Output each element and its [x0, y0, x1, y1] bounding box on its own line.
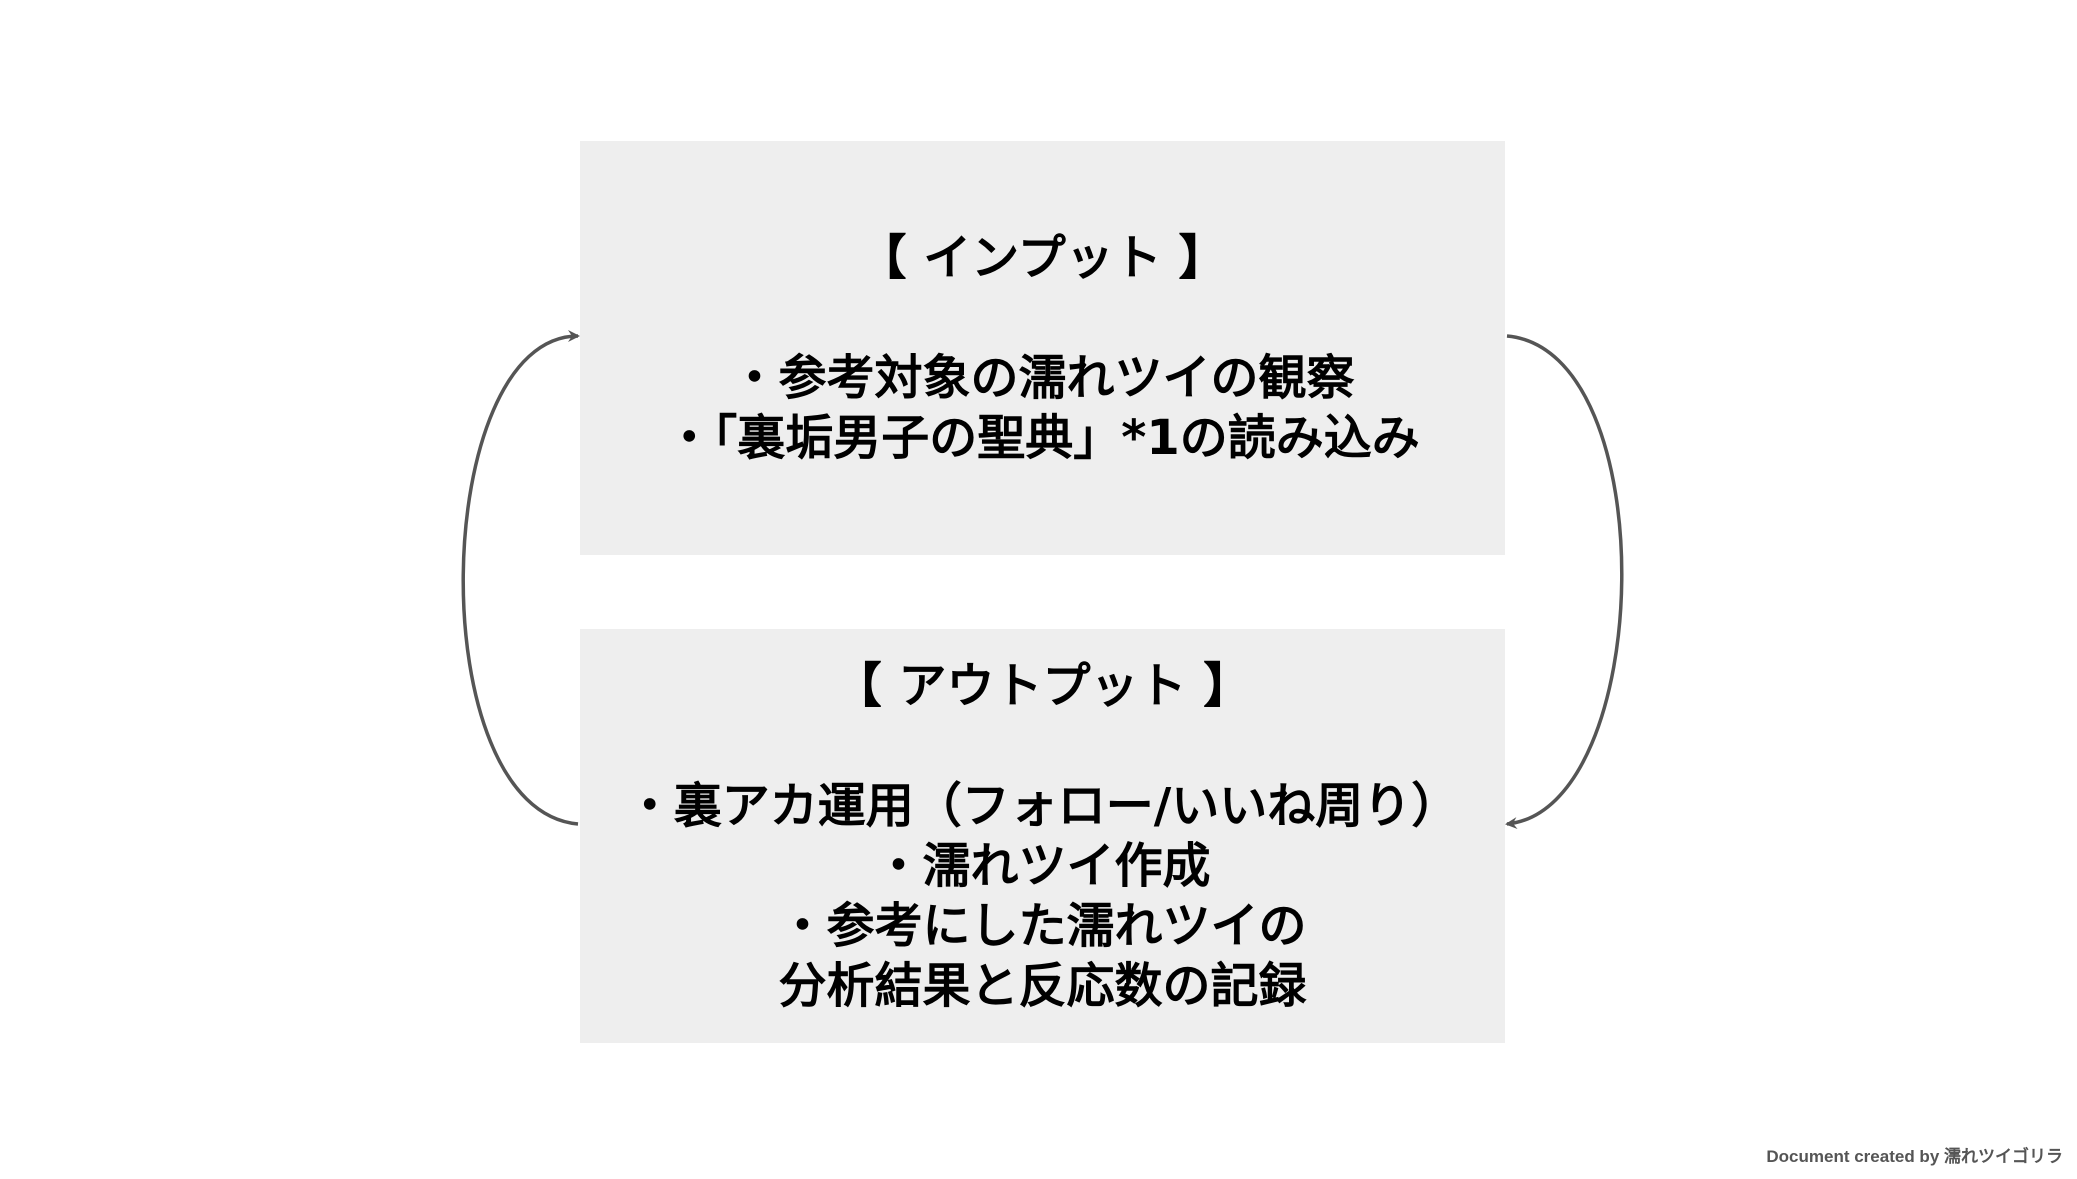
output-item: 分析結果と反応数の記録 — [778, 958, 1307, 1014]
credit-text: Document created by 濡れツイゴリラ — [1766, 1147, 2063, 1166]
output-item: ・濡れツイ作成 — [874, 838, 1211, 894]
input-item: ・参考対象の濡れツイの観察 — [730, 350, 1355, 406]
left-arrow-up — [461, 330, 580, 826]
input-title: 【 インプット 】 — [858, 230, 1227, 286]
right-arrow-down — [1505, 334, 1624, 829]
input-box: 【 インプット 】 ・参考対象の濡れツイの観察 ・「裏垢男子の聖典」*1の読み込… — [580, 141, 1505, 555]
output-item: ・裏アカ運用（フォロー/いいね周り） — [625, 778, 1460, 834]
output-title: 【 アウトプット 】 — [833, 658, 1252, 714]
input-item: ・「裏垢男子の聖典」*1の読み込み — [665, 410, 1420, 466]
output-box: 【 アウトプット 】 ・裏アカ運用（フォロー/いいね周り） ・濡れツイ作成 ・参… — [580, 629, 1505, 1043]
output-item: ・参考にした濡れツイの — [778, 898, 1307, 954]
